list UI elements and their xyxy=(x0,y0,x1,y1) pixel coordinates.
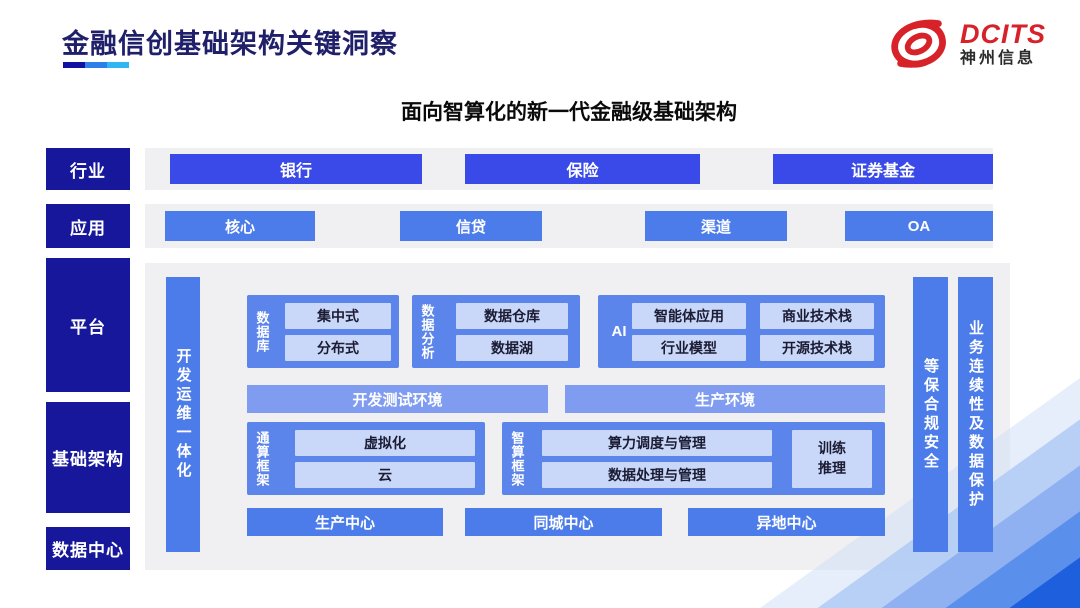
continuity-vertical-bar: 业务连续性及数据保护 xyxy=(958,277,993,552)
logo-swirl-icon xyxy=(891,19,946,68)
analytics-group: 数据分析 数据仓库 数据湖 xyxy=(412,295,580,368)
general-compute-group-label: 通算框架 xyxy=(254,430,270,487)
intelligent-compute-item-scheduling: 算力调度与管理 xyxy=(542,430,772,456)
ai-group: AI 智能体应用 商业技术栈 行业模型 开源技术栈 xyxy=(598,295,885,368)
diagram-subtitle: 面向智算化的新一代金融级基础架构 xyxy=(401,101,737,124)
application-item-oa: OA xyxy=(845,211,993,241)
intelligent-compute-item-train-infer: 训练推理 xyxy=(792,430,872,488)
devops-vertical-bar-label: 开发运维一体化 xyxy=(174,348,192,481)
side-label-platform: 平台 xyxy=(46,258,130,392)
company-logo: DCITS 神州信息 xyxy=(888,16,1046,72)
devops-vertical-bar: 开发运维一体化 xyxy=(166,277,200,552)
general-compute-item-virtualization: 虚拟化 xyxy=(295,430,475,456)
general-compute-group: 通算框架 虚拟化 云 xyxy=(247,422,485,495)
center-remote: 异地中心 xyxy=(688,508,885,536)
underline-segment-dark xyxy=(63,62,85,68)
ai-item-industry-models: 行业模型 xyxy=(632,335,746,361)
logo-brand: DCITS xyxy=(960,18,1046,49)
side-label-infrastructure: 基础架构 xyxy=(46,402,130,513)
ai-item-commercial-stack: 商业技术栈 xyxy=(760,303,874,329)
center-production: 生产中心 xyxy=(247,508,443,536)
side-label-datacenter: 数据中心 xyxy=(46,527,130,570)
ai-item-agent-apps: 智能体应用 xyxy=(632,303,746,329)
application-item-channel: 渠道 xyxy=(645,211,787,241)
side-label-industry: 行业 xyxy=(46,148,130,190)
database-item-distributed: 分布式 xyxy=(285,335,391,361)
analytics-group-label: 数据分析 xyxy=(419,303,435,360)
side-label-application: 应用 xyxy=(46,204,130,248)
title-underline xyxy=(63,62,129,68)
analytics-item-warehouse: 数据仓库 xyxy=(456,303,568,329)
continuity-vertical-bar-label: 业务连续性及数据保护 xyxy=(967,319,984,510)
industry-item-bank: 银行 xyxy=(170,154,422,184)
intelligent-compute-item-dataproc: 数据处理与管理 xyxy=(542,462,772,488)
ai-item-opensource-stack: 开源技术栈 xyxy=(760,335,874,361)
industry-item-securities: 证券基金 xyxy=(773,154,993,184)
application-item-core: 核心 xyxy=(165,211,315,241)
industry-band: 银行 保险 证券基金 xyxy=(145,148,993,190)
intelligent-compute-group: 智算框架 算力调度与管理 数据处理与管理 训练推理 xyxy=(502,422,885,495)
application-item-credit: 信贷 xyxy=(400,211,542,241)
database-item-centralized: 集中式 xyxy=(285,303,391,329)
production-environment-bar: 生产环境 xyxy=(565,385,885,413)
logo-company-name: 神州信息 xyxy=(960,50,1037,68)
page-title: 金融信创基础架构关键洞察 xyxy=(62,29,398,59)
database-group-label: 数据库 xyxy=(254,310,270,353)
database-group: 数据库 集中式 分布式 xyxy=(247,295,399,368)
intelligent-compute-group-label: 智算框架 xyxy=(509,430,525,487)
logo-text: DCITS 神州信息 xyxy=(960,20,1046,68)
security-vertical-bar-label: 等保合规安全 xyxy=(922,357,939,472)
underline-segment-light xyxy=(107,62,129,68)
security-vertical-bar: 等保合规安全 xyxy=(913,277,948,552)
devtest-environment-bar: 开发测试环境 xyxy=(247,385,548,413)
analytics-item-lake: 数据湖 xyxy=(456,335,568,361)
underline-segment-mid xyxy=(85,62,107,68)
center-samecity: 同城中心 xyxy=(465,508,662,536)
general-compute-item-cloud: 云 xyxy=(295,462,475,488)
industry-item-insurance: 保险 xyxy=(465,154,700,184)
application-band: 核心 信贷 渠道 OA xyxy=(145,204,993,248)
ai-group-label: AI xyxy=(611,323,627,340)
